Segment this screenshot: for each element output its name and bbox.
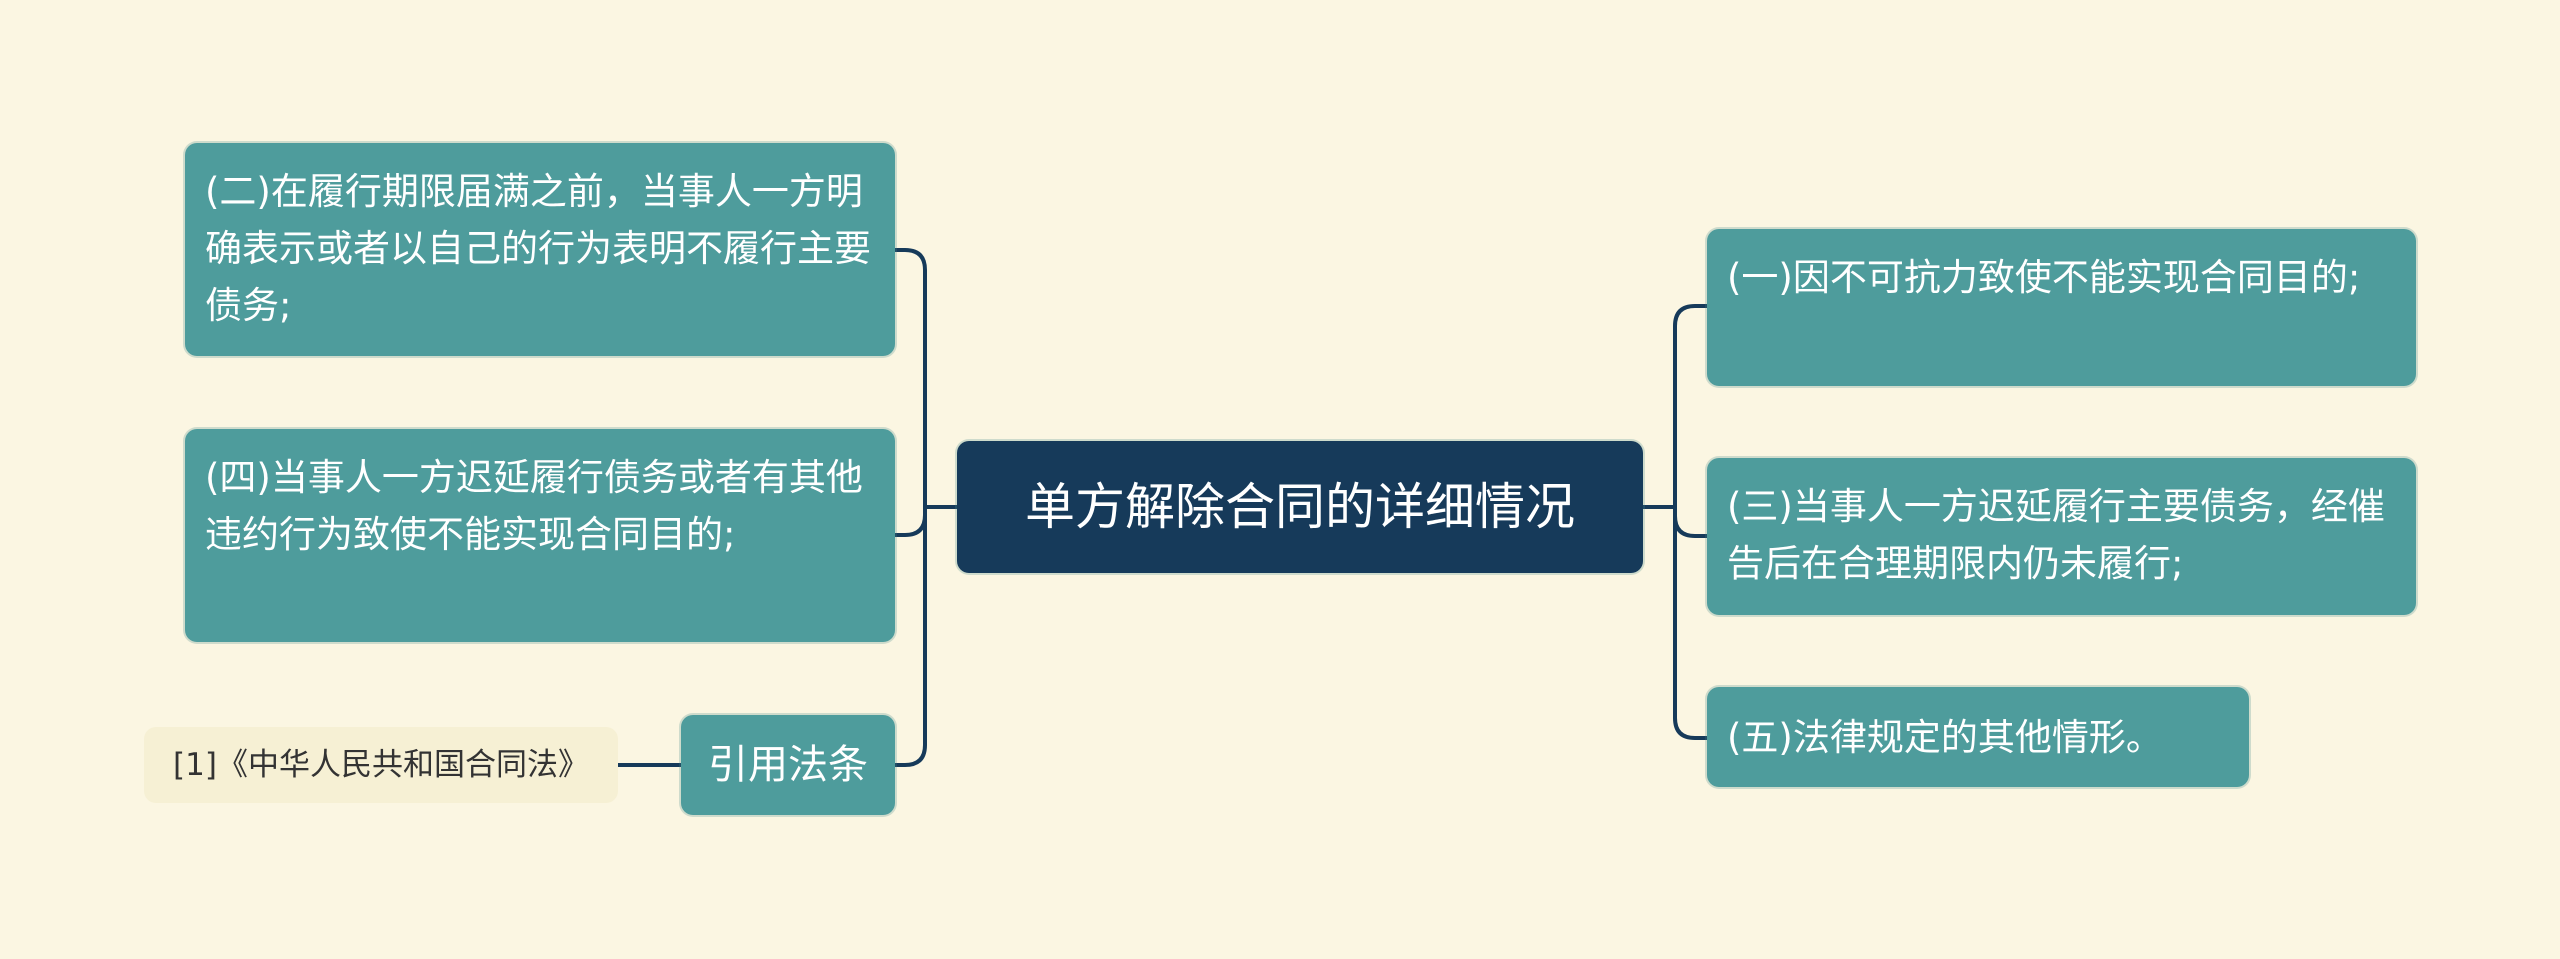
branch-right-1-label: (一)因不可抗力致使不能实现合同目的; xyxy=(1727,256,2361,299)
connector-right-1 xyxy=(1673,304,1709,509)
connector-right-3 xyxy=(1673,505,1709,740)
branch-citation-label: 引用法条 xyxy=(708,741,868,788)
branch-left-2[interactable]: (二)在履行期限届满之前，当事人一方明确表示或者以自己的行为表明不履行主要债务; xyxy=(185,143,895,356)
citation-leaf[interactable]: [1]《中华人民共和国合同法》 xyxy=(144,727,618,803)
central-topic-label: 单方解除合同的详细情况 xyxy=(1025,477,1575,536)
branch-right-5-label: (五)法律规定的其他情形。 xyxy=(1727,715,2163,759)
connector-left-1 xyxy=(893,248,927,509)
branch-left-4-label: (四)当事人一方迟延履行债务或者有其他违约行为致使不能实现合同目的; xyxy=(205,456,863,556)
branch-right-1[interactable]: (一)因不可抗力致使不能实现合同目的; xyxy=(1707,229,2416,386)
branch-left-2-label: (二)在履行期限届满之前，当事人一方明确表示或者以自己的行为表明不履行主要债务; xyxy=(205,170,871,327)
branch-right-3-label: (三)当事人一方迟延履行主要债务，经催告后在合理期限内仍未履行; xyxy=(1727,485,2385,585)
connector-left-2 xyxy=(893,505,927,537)
branch-left-4[interactable]: (四)当事人一方迟延履行债务或者有其他违约行为致使不能实现合同目的; xyxy=(185,429,895,642)
branch-right-5[interactable]: (五)法律规定的其他情形。 xyxy=(1707,687,2249,787)
branch-citation[interactable]: 引用法条 xyxy=(681,715,895,815)
central-topic[interactable]: 单方解除合同的详细情况 xyxy=(957,441,1643,573)
connector-left-3 xyxy=(893,505,927,767)
connector-right-2 xyxy=(1673,505,1709,538)
citation-leaf-label: [1]《中华人民共和国合同法》 xyxy=(173,746,589,783)
branch-right-3[interactable]: (三)当事人一方迟延履行主要债务，经催告后在合理期限内仍未履行; xyxy=(1707,458,2416,615)
